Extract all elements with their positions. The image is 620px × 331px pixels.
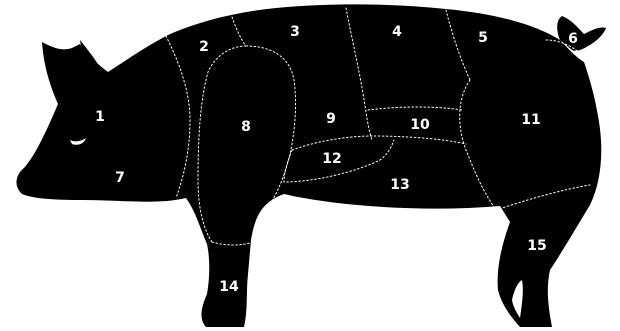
cut-label: 13 [390,177,409,193]
cut-label: 4 [392,24,402,40]
cut-label: 2 [199,39,209,55]
pig-body [16,4,601,327]
cut-label: 5 [478,30,488,46]
cut-label: 1 [95,109,105,125]
cut-label: 9 [326,111,336,127]
pig-silhouette [16,4,606,327]
cut-label: 12 [322,151,341,167]
cut-label: 14 [219,279,239,295]
cut-label: 7 [115,170,125,186]
cut-label: 11 [521,112,540,128]
cut-label: 8 [241,119,251,135]
cut-label: 3 [290,24,300,40]
cut-label: 10 [410,117,430,133]
cut-label: 6 [568,31,578,47]
cut-label: 15 [527,238,546,254]
